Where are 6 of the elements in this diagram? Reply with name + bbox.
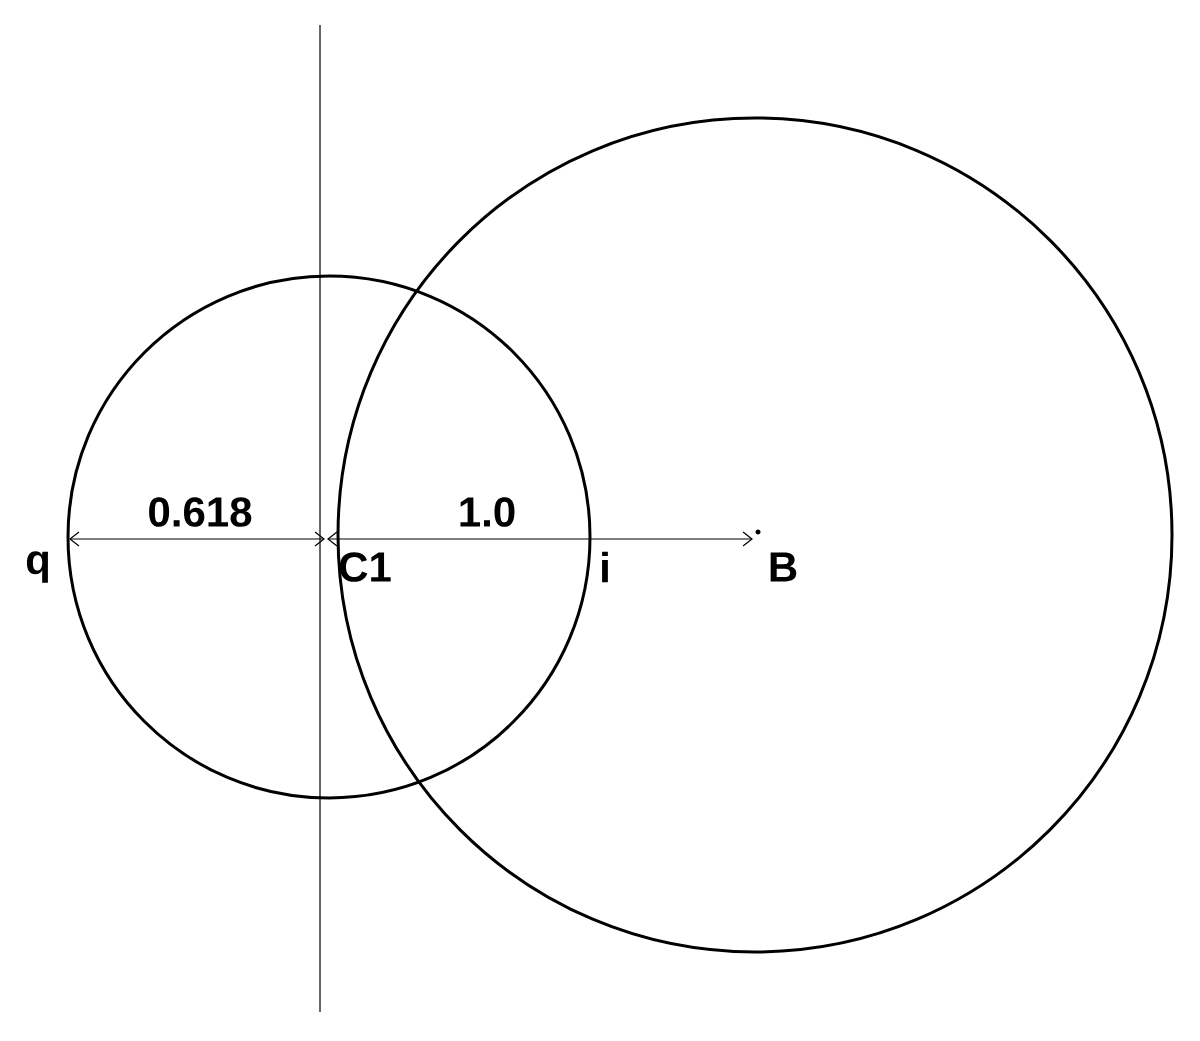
dimension-label: 0.618 bbox=[149, 497, 252, 527]
dimension-label: 1.0 bbox=[460, 497, 515, 527]
point-label: q bbox=[26, 551, 49, 583]
point-label: B bbox=[770, 552, 797, 582]
point-label: i bbox=[602, 551, 608, 583]
point-label: C1 bbox=[339, 552, 391, 582]
